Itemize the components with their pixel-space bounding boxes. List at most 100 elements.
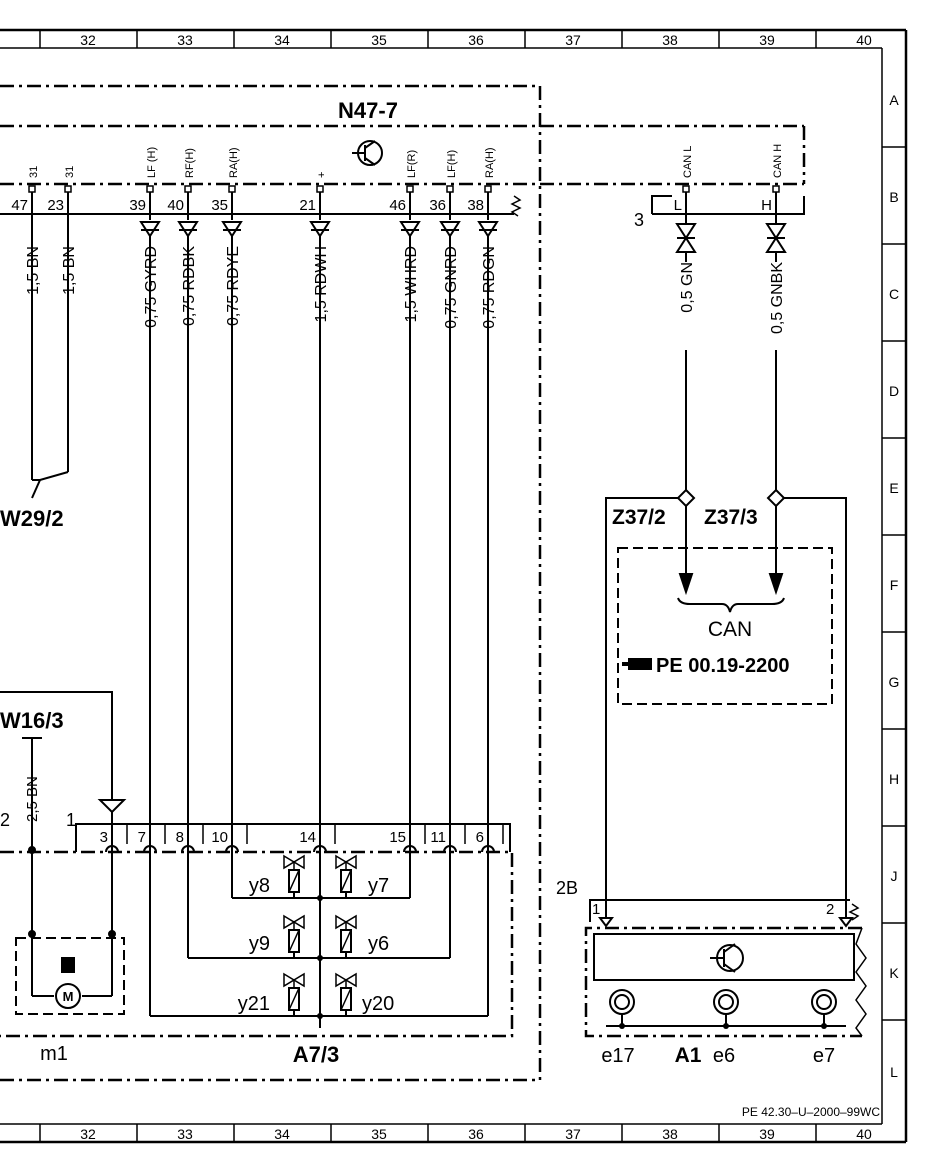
pin-terminal	[184, 185, 192, 193]
can-box-ref: PE 00.19-2200	[656, 655, 789, 677]
wire-label: 0,75 RDGN	[481, 246, 498, 329]
col-label-top: 36	[468, 32, 484, 48]
pin-letter: L	[674, 197, 682, 214]
a1-connector	[589, 840, 860, 928]
a1-connector-label: 2B	[556, 878, 578, 898]
pin-number: 39	[129, 197, 146, 214]
n47-7-module	[0, 84, 806, 1082]
transistor-icon	[710, 943, 744, 973]
indicator-lamps	[609, 989, 837, 1015]
col-label-top: 38	[662, 32, 678, 48]
motor-icon: M	[63, 989, 74, 1004]
a7-pin: 6	[476, 824, 504, 853]
col-label-top: 39	[759, 32, 775, 48]
pin-number: 6	[476, 829, 484, 846]
pin-terminal	[772, 185, 780, 193]
wire-label: 1,5 RDWH	[313, 246, 330, 322]
pin-number: 21	[299, 197, 316, 214]
valve-label: y8	[249, 875, 270, 897]
a7-connector-left: 1	[66, 810, 76, 830]
wire-label: 1,5 BN	[25, 246, 42, 295]
valve-label: y7	[368, 875, 389, 897]
a1-label: A1	[675, 1044, 702, 1067]
m1-motor	[15, 846, 125, 1015]
z37-2-label: Z37/2	[612, 506, 666, 529]
n47-pin: LF(H)360,75 GNRD	[429, 150, 461, 329]
pin-letter: H	[761, 197, 772, 214]
row-label: A	[889, 92, 899, 108]
valve-wiring	[149, 236, 489, 1028]
solenoid-valve-icon	[335, 914, 357, 953]
a7-pin: 7	[138, 824, 166, 853]
can-brace	[677, 597, 785, 613]
a7-3-module	[0, 850, 514, 1038]
z37-3-label: Z37/3	[704, 506, 758, 529]
m1-label: m1	[40, 1043, 68, 1065]
col-label-top: 33	[177, 32, 193, 48]
m1-wire-label: 2,5 BN	[24, 776, 41, 822]
pin-terminal	[228, 185, 236, 193]
pin-number: 11	[430, 829, 446, 846]
a1-pin: 1	[592, 901, 600, 918]
pin-signal-label: RA(H)	[484, 147, 496, 178]
solenoid-valve-icon	[283, 854, 305, 893]
row-label: F	[890, 577, 899, 593]
solenoid-valve-icon	[283, 914, 305, 953]
pin-signal-label: +	[316, 172, 328, 178]
w16-3-label: W16/3	[0, 708, 64, 733]
z37-box	[605, 488, 847, 920]
wire-label: 1,5 BN	[61, 246, 78, 295]
col-label-bottom: 34	[274, 1126, 290, 1142]
row-label: D	[889, 383, 899, 399]
can-pin: CAN HH0,5 GNBK	[761, 144, 787, 490]
can-box-title: CAN	[708, 618, 752, 641]
col-label-bottom: 40	[856, 1126, 872, 1142]
col-label-bottom: 39	[759, 1126, 775, 1142]
junction-dots	[619, 1023, 827, 1029]
wire-label: 0,5 GNBK	[769, 262, 786, 334]
connector-arrow	[765, 223, 787, 240]
wire-label: 0,75 RDBK	[181, 246, 198, 326]
can-reference-box	[617, 547, 833, 705]
connector-arrow	[675, 236, 697, 253]
can-arrows	[678, 506, 784, 596]
pin-signal-label: RA(H)	[228, 147, 240, 178]
solenoid-valve-icon	[283, 972, 305, 1011]
lamp-label: e7	[813, 1045, 835, 1067]
n47-7-label: N47-7	[338, 98, 398, 123]
n47-pin: LF(R)461,5 WHRD	[389, 150, 421, 322]
col-label-bottom: 32	[80, 1126, 96, 1142]
solenoid-valve-icon	[335, 972, 357, 1011]
pin-terminal	[682, 185, 690, 193]
pin-signal-label: LF (H)	[146, 147, 158, 178]
pin-terminal	[446, 185, 454, 193]
pin-number: 35	[211, 197, 228, 214]
valve-label: y6	[368, 933, 389, 955]
n47-pin: RA(H) 35 0,75 RDYE	[211, 147, 243, 326]
wire-label-bg	[677, 262, 695, 350]
pin-terminal	[64, 185, 72, 193]
connector-arrow	[675, 223, 697, 240]
a7-feed-wire	[0, 691, 127, 844]
junction-dots	[317, 895, 323, 1019]
pin-number: 10	[211, 829, 228, 846]
pin-number: 38	[467, 197, 484, 214]
wire-label: 0,75 RDYE	[225, 246, 242, 326]
pin-signal-label: RF(H)	[184, 148, 196, 178]
solenoid-valve-icon	[335, 854, 357, 893]
pin-terminal	[484, 185, 492, 193]
col-label-top: 37	[565, 32, 581, 48]
a7-pin: 11	[430, 824, 466, 853]
a7-pin: 8	[176, 824, 204, 853]
col-label-bottom: 36	[468, 1126, 484, 1142]
pin-number: 40	[167, 197, 184, 214]
a1-pin: 2	[826, 901, 834, 918]
lamp-label: e17	[601, 1045, 634, 1067]
valve-label: y21	[238, 993, 270, 1015]
wire-label: 0,75 GNRD	[443, 246, 460, 329]
grid-frame	[0, 28, 908, 1144]
pin-signal-label: 31	[64, 166, 76, 178]
